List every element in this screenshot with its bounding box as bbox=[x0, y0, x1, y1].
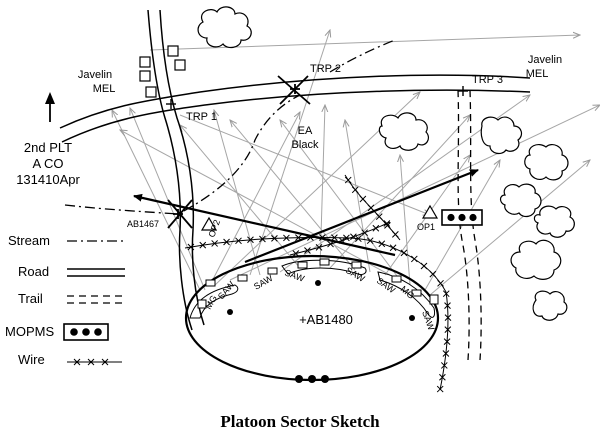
wire-cross-mark bbox=[351, 186, 359, 194]
legend: Stream Road Trail MOPMS Wire bbox=[5, 233, 125, 367]
wire-cross-mark bbox=[355, 235, 362, 243]
wire-cross-mark bbox=[315, 244, 323, 251]
legend-mopms-swatch bbox=[63, 323, 109, 341]
ea-label-line2: Black bbox=[292, 139, 319, 151]
figure-caption: Platoon Sector Sketch bbox=[220, 412, 380, 431]
ab1480-label: +AB1480 bbox=[299, 312, 353, 327]
wire-cross-mark bbox=[366, 237, 374, 245]
legend-wire-label: Wire bbox=[18, 352, 45, 367]
principal-direction-of-fire bbox=[133, 168, 479, 264]
wire-cross-mark bbox=[350, 233, 357, 241]
wire-cross-mark bbox=[420, 262, 428, 270]
ea-label-line1: EA bbox=[298, 125, 313, 137]
wire-cross-mark bbox=[271, 235, 278, 242]
wire-cross-mark bbox=[367, 204, 375, 212]
wire-cross-mark bbox=[392, 231, 399, 238]
wire-cross-mark bbox=[384, 222, 391, 229]
legend-stream-label: Stream bbox=[8, 233, 50, 248]
wire-cross-mark bbox=[211, 240, 219, 247]
legend-trail-swatch bbox=[67, 295, 125, 304]
wire-cross-mark bbox=[443, 338, 451, 345]
wire-cross-mark bbox=[389, 244, 397, 252]
unit-line1: 2nd PLT bbox=[24, 140, 72, 155]
north-arrow bbox=[45, 92, 55, 122]
wire-cross-mark bbox=[444, 326, 452, 333]
legend-road-swatch bbox=[67, 268, 125, 277]
road-horizontal bbox=[59, 74, 531, 143]
tree-icons bbox=[197, 6, 575, 321]
wire-cross-mark bbox=[400, 249, 408, 257]
unit-line3: 131410Apr bbox=[16, 172, 80, 187]
wire-cross-mark bbox=[361, 229, 369, 237]
trp3-label: TRP 3 bbox=[472, 74, 503, 86]
wire-cross-mark bbox=[327, 240, 334, 248]
wire-cross-mark bbox=[442, 290, 450, 298]
unit-line2: A CO bbox=[32, 156, 63, 171]
wire-cross-mark bbox=[444, 314, 452, 321]
wire-cross-mark bbox=[383, 220, 391, 227]
position-markers bbox=[227, 280, 415, 383]
mopms-map bbox=[441, 209, 483, 226]
mel-left-label: MEL bbox=[93, 83, 116, 95]
legend-road-label: Road bbox=[18, 264, 49, 279]
wire-cross-mark bbox=[283, 234, 290, 242]
wire-cross-mark bbox=[343, 234, 350, 242]
wire-cross-mark bbox=[375, 213, 383, 220]
trp1-label: TRP 1 bbox=[186, 111, 217, 123]
wire-cross-mark bbox=[304, 247, 311, 254]
unit-block: 2nd PLT A CO 131410Apr bbox=[16, 140, 80, 187]
op2-marker bbox=[200, 216, 218, 231]
javelin-right-label: Javelin bbox=[528, 54, 562, 66]
javelin-left-label: Javelin bbox=[78, 69, 112, 81]
wire-cross-mark bbox=[437, 279, 444, 287]
trp3-marker bbox=[458, 86, 468, 96]
legend-wire-swatch bbox=[67, 358, 122, 366]
wire-cross-mark bbox=[442, 350, 450, 357]
wire-cross-mark bbox=[378, 240, 386, 248]
fighting-positions bbox=[189, 258, 439, 319]
mel-right-label: MEL bbox=[526, 68, 549, 80]
wire-cross-mark bbox=[429, 270, 437, 278]
trp1-marker bbox=[166, 99, 176, 109]
saw-label-1: SAW bbox=[216, 279, 237, 301]
wire-cross-mark bbox=[187, 243, 195, 251]
wire-cross-mark bbox=[440, 362, 448, 369]
wire-cross-mark bbox=[436, 385, 444, 393]
op1-marker bbox=[421, 204, 439, 219]
wire-crosses bbox=[187, 176, 452, 393]
ab1467-label: AB1467 bbox=[127, 219, 159, 229]
trp2-marker bbox=[277, 75, 311, 105]
wire-cross-mark bbox=[247, 236, 254, 244]
wire-cross-mark bbox=[410, 255, 418, 263]
trp2-label: TRP 2 bbox=[310, 63, 341, 75]
wire-cross-mark bbox=[444, 302, 451, 309]
wire-cross-mark bbox=[235, 237, 242, 245]
wire-cross-mark bbox=[199, 241, 207, 249]
trail bbox=[457, 89, 482, 361]
wire-cross-mark bbox=[359, 195, 367, 203]
wire-cross-mark bbox=[331, 234, 338, 242]
javelin-positions bbox=[139, 45, 186, 98]
wire-cross-mark bbox=[372, 224, 380, 232]
wire-cross-mark bbox=[259, 235, 266, 243]
wire-cross-mark bbox=[223, 238, 230, 246]
saw-label-2: SAW bbox=[252, 273, 275, 292]
road-vertical bbox=[147, 9, 205, 331]
legend-mopms-label: MOPMS bbox=[5, 324, 54, 339]
op1-label: OP1 bbox=[417, 222, 435, 232]
wire-cross-mark bbox=[344, 176, 352, 184]
stream bbox=[64, 39, 396, 215]
legend-trail-label: Trail bbox=[18, 291, 43, 306]
wire-cross-mark bbox=[439, 373, 446, 381]
